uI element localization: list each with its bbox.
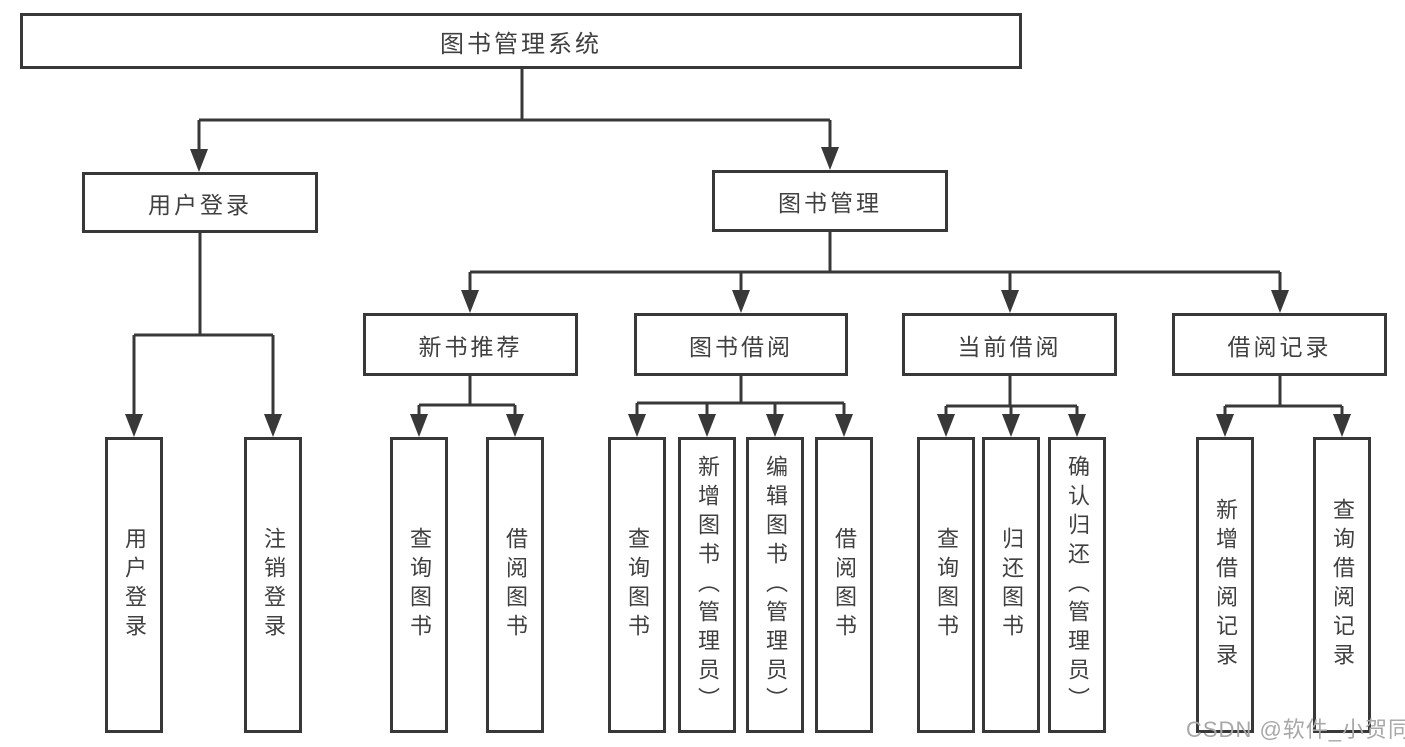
connector-paths: [132, 68, 1344, 417]
arrow-down-icon: [1001, 290, 1019, 313]
leaf-recommend-borrow-books: 借阅图书: [486, 437, 544, 733]
arrow-down-icon: [1333, 414, 1351, 437]
node-label: 查询借阅记录: [1330, 498, 1355, 672]
node-book-borrow: 图书借阅: [634, 313, 848, 376]
leaf-records-add-record: 新增借阅记录: [1196, 437, 1254, 733]
node-label: 图书管理: [778, 190, 882, 216]
node-label: 用户登录: [148, 191, 252, 218]
node-borrow-records: 借阅记录: [1172, 313, 1387, 376]
node-label: 新增图书（管理员）: [695, 454, 720, 716]
node-label: 借阅图书: [503, 527, 528, 643]
arrow-down-icon: [1271, 290, 1289, 313]
leaf-current-return-books: 归还图书: [982, 437, 1040, 733]
arrow-down-icon: [264, 414, 282, 437]
node-label: 归还图书: [999, 527, 1024, 643]
node-label: 编辑图书（管理员）: [763, 454, 788, 716]
arrow-down-icon: [1068, 414, 1086, 437]
node-label: 新增借阅记录: [1213, 498, 1238, 672]
arrow-down-icon: [766, 414, 784, 437]
arrowheads: [125, 147, 1351, 437]
node-label: 注销登录: [261, 527, 286, 643]
leaf-current-query-books: 查询图书: [917, 437, 975, 733]
node-label: 新书推荐: [418, 333, 523, 360]
node-new-book-recommend: 新书推荐: [363, 313, 578, 376]
node-library-management-system: 图书管理系统: [20, 13, 1022, 69]
leaf-records-query-record: 查询借阅记录: [1313, 437, 1371, 733]
arrow-down-icon: [835, 414, 853, 437]
arrow-down-icon: [1002, 414, 1020, 437]
leaf-borrow-query-books: 查询图书: [608, 437, 666, 733]
leaf-borrow-add-books-admin: 新增图书（管理员）: [678, 437, 736, 733]
leaf-recommend-query-books: 查询图书: [390, 437, 448, 733]
arrow-down-icon: [125, 414, 143, 437]
node-label: 图书借阅: [689, 333, 793, 360]
arrow-down-icon: [461, 290, 479, 313]
node-label: 当前借阅: [957, 333, 1062, 360]
arrow-down-icon: [190, 149, 208, 172]
node-label: 借阅记录: [1227, 333, 1332, 360]
csdn-watermark: CSDN @软件_小贺同学: [1186, 717, 1405, 742]
arrow-down-icon: [937, 414, 955, 437]
leaf-logout: 注销登录: [244, 437, 302, 733]
arrow-down-icon: [732, 290, 750, 313]
node-label: 图书管理系统: [440, 30, 602, 58]
node-book-management: 图书管理: [712, 170, 948, 232]
leaf-borrow-edit-books-admin: 编辑图书（管理员）: [746, 437, 804, 733]
arrow-down-icon: [506, 414, 524, 437]
node-label: 用户登录: [122, 527, 147, 643]
arrow-down-icon: [1216, 414, 1234, 437]
arrow-down-icon: [821, 147, 839, 170]
node-label: 查询图书: [625, 527, 650, 643]
node-label: 查询图书: [934, 527, 959, 643]
node-current-borrow: 当前借阅: [902, 313, 1117, 376]
node-label: 借阅图书: [832, 527, 857, 643]
leaf-user-login: 用户登录: [105, 437, 163, 733]
arrow-down-icon: [410, 414, 428, 437]
node-label: 查询图书: [407, 527, 432, 643]
node-user-login: 用户登录: [82, 172, 318, 233]
arrow-down-icon: [628, 414, 646, 437]
node-label: 确认归还（管理员）: [1065, 454, 1090, 716]
leaf-borrow-borrow-books: 借阅图书: [815, 437, 873, 733]
arrow-down-icon: [698, 414, 716, 437]
leaf-current-confirm-return-admin: 确认归还（管理员）: [1048, 437, 1106, 733]
